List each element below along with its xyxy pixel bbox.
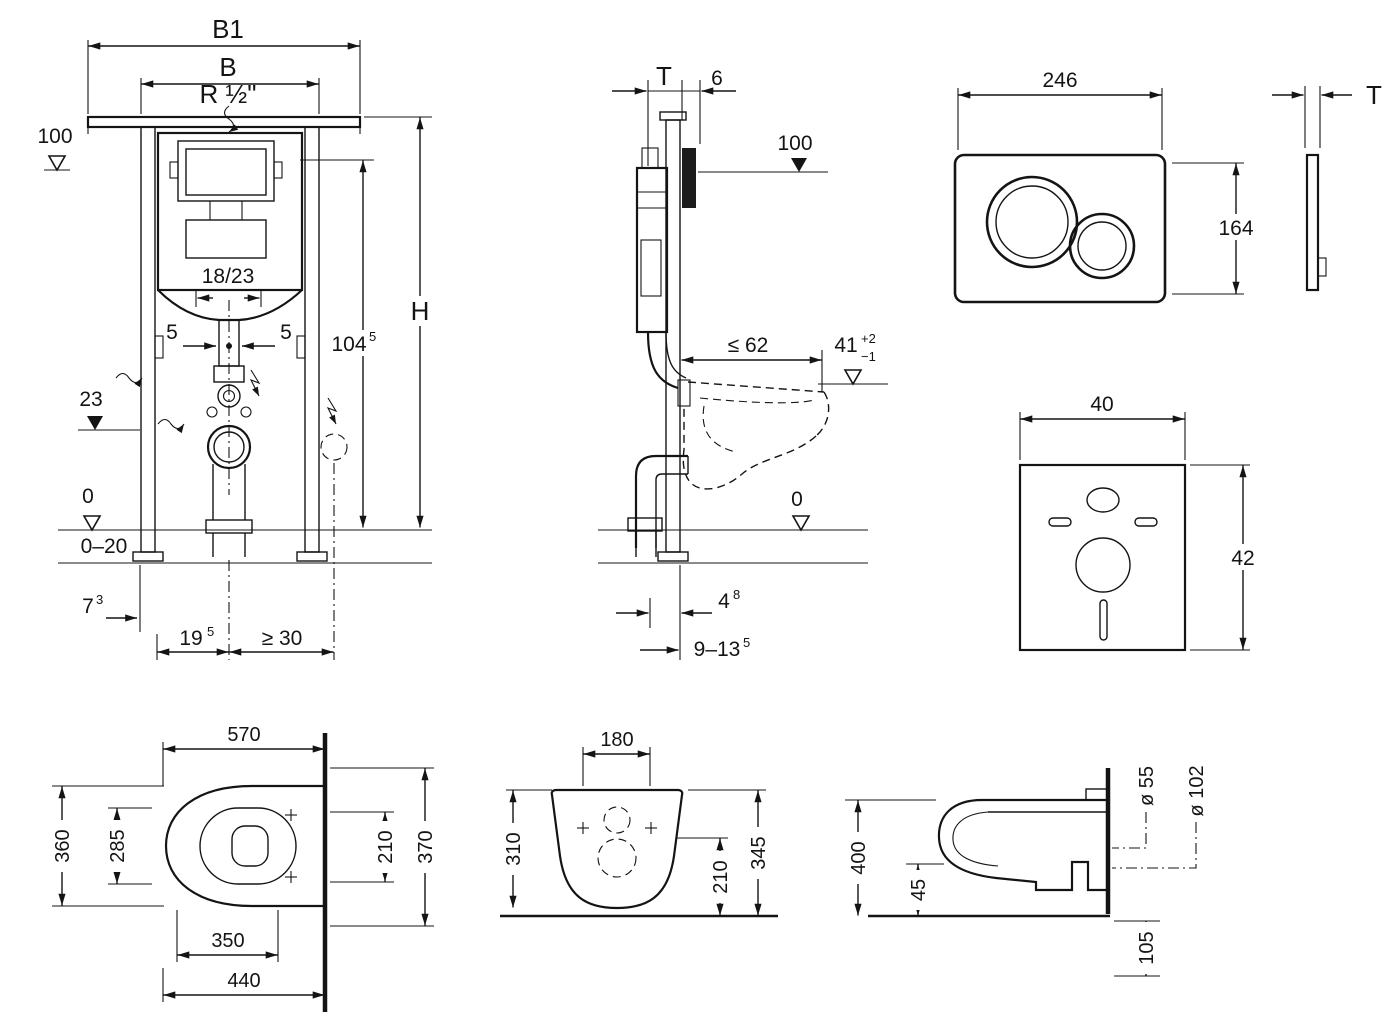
dim-dia102: ø 102: [1186, 765, 1208, 816]
view-frame-side: T 6 100 ≤ 62 41 +2 −1 0 4 8 9–13 5: [598, 61, 888, 661]
dim-9-13: 9–13: [694, 638, 741, 661]
lightning-icon: [249, 369, 261, 397]
dim-105: 105: [1136, 931, 1158, 964]
level-marker-open: [791, 515, 811, 532]
level-marker-filled: [87, 416, 103, 430]
dim-4: 4: [718, 590, 730, 613]
view-wc-top: 570 360 285 350 440 210 370: [50, 724, 437, 1012]
frame-left-rail: [140, 126, 156, 553]
dim-5-right: 5: [280, 321, 292, 344]
dim-41-minus: −1: [861, 349, 876, 364]
dim-dia55: ø 55: [1136, 766, 1158, 806]
dim-41: 41: [834, 334, 857, 357]
frame-top-rail: [86, 115, 362, 129]
frame-right-rail: [304, 126, 320, 553]
dim-t: T: [656, 61, 672, 91]
wc-seat-contour: [199, 807, 297, 885]
drain-elbow: [634, 454, 688, 548]
level-marker-open: [47, 155, 67, 172]
dim-6: 6: [711, 67, 723, 90]
dim-400: 400: [848, 841, 870, 874]
view-wc-side: ø 55 ø 102 400 45 105: [845, 765, 1208, 977]
dim-180: 180: [600, 729, 633, 751]
dim-19: 19: [179, 627, 202, 650]
dim-b1: B1: [212, 14, 244, 44]
dim-5-left: 5: [166, 321, 178, 344]
dim-440: 440: [227, 970, 260, 992]
dim-b: B: [219, 52, 236, 82]
dim-40: 40: [1090, 393, 1113, 416]
service-opening: [185, 219, 267, 259]
dim-570: 570: [227, 724, 260, 746]
level-marker-open: [82, 515, 102, 532]
flush-plate-side: [682, 148, 696, 208]
dim-zero: 0: [82, 485, 94, 508]
water-inlet-icon: [223, 105, 239, 133]
dim-370: 370: [415, 830, 437, 863]
drain-socket: [206, 424, 252, 470]
dim-345: 345: [748, 836, 770, 869]
dim-350: 350: [211, 930, 244, 952]
label-r-half: R ½": [200, 79, 257, 109]
view-sound-insulation: 40 42: [1018, 393, 1267, 652]
dim-t-plate: T: [1366, 80, 1382, 110]
dim-18-23: 18/23: [202, 265, 255, 288]
actuator-plate: [953, 153, 1167, 304]
dim-19-sup: 5: [207, 624, 214, 639]
view-actuator-plate: 246 164 T: [953, 69, 1382, 304]
dim-zero-side: 0: [791, 488, 803, 511]
dim-h: H: [411, 296, 430, 326]
dim-100-top: 100: [37, 125, 72, 148]
dim-7-sup: 3: [96, 592, 103, 607]
frame-foot: [296, 551, 328, 562]
level-marker-open: [843, 369, 863, 386]
wc-front-outline: [550, 788, 684, 910]
dim-7: 7: [82, 595, 94, 618]
water-flow-icon: [157, 418, 185, 434]
dim-100-side: 100: [777, 132, 812, 155]
flush-button-small: [1068, 212, 1136, 280]
drain-collar: [205, 519, 253, 534]
dim-104: 104: [331, 333, 366, 356]
dim-42: 42: [1231, 547, 1254, 570]
flush-valve-box: [177, 140, 275, 202]
dim-ge30: ≥ 30: [262, 627, 303, 650]
dim-9-13-sup: 5: [743, 635, 750, 650]
dim-104-sup: 5: [369, 329, 376, 344]
flush-button-large: [985, 175, 1079, 269]
wc-side-outline: [937, 798, 1108, 892]
sound-pad: [1018, 463, 1187, 652]
wc-outline-dashed: [687, 381, 825, 393]
actuator-plate-side: [1305, 153, 1320, 292]
conduit-marker: [320, 433, 348, 461]
dim-0-20: 0–20: [81, 535, 128, 558]
view-wc-front: 180 310 210 345: [500, 729, 778, 918]
inlet-stub: [1085, 788, 1109, 801]
dim-le62: ≤ 62: [728, 334, 769, 357]
dim-41-plus: +2: [861, 331, 876, 346]
dim-360: 360: [52, 829, 74, 862]
frame-foot: [132, 551, 164, 562]
dim-246: 246: [1042, 69, 1077, 92]
wc-bowl-outline: [164, 784, 325, 908]
level-marker-filled: [791, 158, 807, 172]
dim-45: 45: [908, 879, 930, 901]
cistern: [156, 131, 304, 292]
dim-210-front: 210: [710, 860, 732, 893]
water-flow-icon: [115, 372, 143, 388]
dim-310: 310: [503, 832, 525, 865]
view-frame-front: B1 B R ½" 100 18/23 5 5 23 104 5 H 0 0–2…: [37, 14, 436, 660]
lightning-icon: [326, 397, 338, 425]
dim-285: 285: [107, 829, 129, 862]
dim-210-top: 210: [375, 830, 397, 863]
dim-4-sup: 8: [733, 587, 740, 602]
dim-23: 23: [79, 388, 102, 411]
dim-164: 164: [1218, 217, 1253, 240]
flush-bend: [646, 331, 679, 390]
